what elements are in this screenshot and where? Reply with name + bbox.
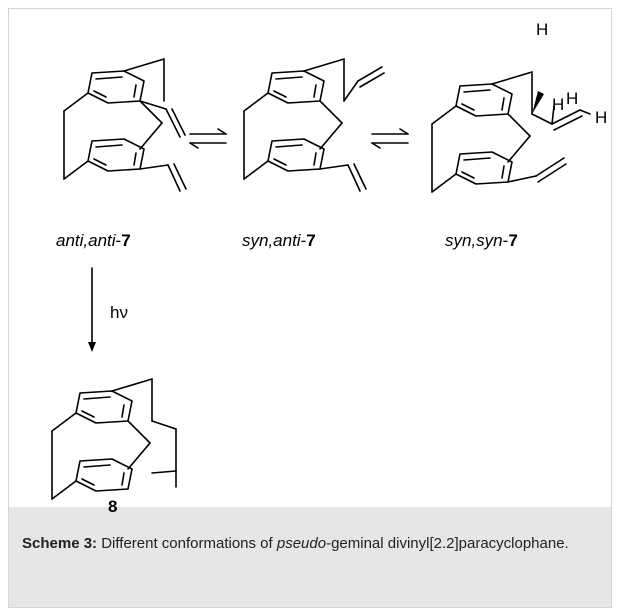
- label-anti-anti-7: anti,anti-7: [56, 231, 131, 250]
- equilibrium-arrow-2: [371, 128, 409, 149]
- hydrogen-label-1: H: [536, 20, 548, 39]
- compound-8: [51, 378, 177, 500]
- reaction-condition: hν: [110, 303, 128, 322]
- equilibrium-arrow-1: [189, 128, 227, 149]
- label-syn-anti-7: syn,anti-7: [242, 231, 316, 250]
- label-syn-syn-7: syn,syn-7: [445, 231, 518, 250]
- compound-syn-anti-7: [243, 58, 385, 192]
- reaction-arrow: [88, 267, 96, 352]
- hydrogen-label-3: H: [566, 89, 578, 108]
- hydrogen-label-4: H: [595, 108, 607, 127]
- scheme-caption: Scheme 3: Different conformations of pse…: [22, 535, 569, 552]
- compound-syn-syn-7: [431, 71, 591, 193]
- hydrogen-label-2: H: [552, 95, 564, 114]
- label-compound-8: 8: [108, 497, 117, 516]
- compound-anti-anti-7: [63, 58, 187, 192]
- caption-band: [9, 507, 611, 607]
